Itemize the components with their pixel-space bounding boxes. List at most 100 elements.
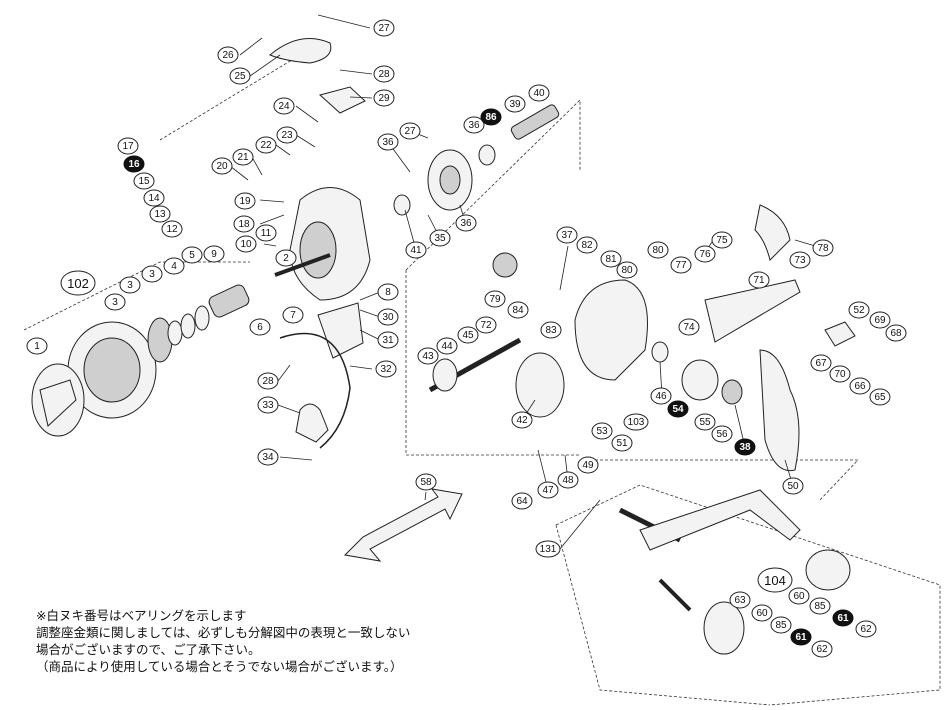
part-number: 36 xyxy=(382,137,394,148)
part-callout: 103 xyxy=(623,413,649,431)
part-number: 68 xyxy=(890,328,902,339)
part-callout: 22 xyxy=(255,136,277,154)
part-callout: 38 xyxy=(734,438,756,456)
part-number: 62 xyxy=(816,644,828,655)
tool-131-drawing xyxy=(343,488,463,562)
part-callout: 71 xyxy=(748,271,770,289)
part-number: 63 xyxy=(734,595,746,606)
part-number: 79 xyxy=(489,294,501,305)
part-number: 26 xyxy=(222,50,234,61)
part-callout: 64 xyxy=(511,492,533,510)
part-number: 45 xyxy=(462,330,474,341)
part-callout: 24 xyxy=(273,97,295,115)
part-number: 21 xyxy=(237,152,249,163)
part-number: 74 xyxy=(683,322,695,333)
part-number: 16 xyxy=(128,159,140,170)
part-number: 8 xyxy=(385,287,391,298)
part-number: 46 xyxy=(655,391,667,402)
part-callout: 48 xyxy=(557,471,579,489)
part-number: 49 xyxy=(582,460,594,471)
part-number: 7 xyxy=(290,310,296,321)
part-callout: 17 xyxy=(117,137,139,155)
part-callout: 16 xyxy=(123,155,145,173)
part-number: 84 xyxy=(512,305,524,316)
part-number: 22 xyxy=(260,140,272,151)
part-number: 50 xyxy=(787,481,799,492)
part-callout: 86 xyxy=(480,108,502,126)
part-callout: 82 xyxy=(576,236,598,254)
part-callout: 32 xyxy=(375,360,397,378)
part-number: 72 xyxy=(480,320,492,331)
part-number: 2 xyxy=(283,253,289,264)
part-number: 65 xyxy=(874,392,886,403)
part-number: 18 xyxy=(238,219,250,230)
part-callout: 45 xyxy=(457,326,479,344)
part-callout: 76 xyxy=(694,245,716,263)
part-number: 40 xyxy=(533,88,545,99)
part-number: 23 xyxy=(281,130,293,141)
part-number: 37 xyxy=(561,230,573,241)
part-number: 67 xyxy=(815,358,827,369)
part-number: 31 xyxy=(382,335,394,346)
part-callout: 25 xyxy=(229,67,251,85)
part-number: 28 xyxy=(262,376,274,387)
part-callout: 60 xyxy=(751,604,773,622)
part-number: 41 xyxy=(410,245,422,256)
part-callout: 50 xyxy=(782,477,804,495)
part-number: 80 xyxy=(652,245,664,256)
washer-note-line-2: 場合がございますので、ご了承下さい。 xyxy=(36,642,261,657)
part-number: 58 xyxy=(420,477,432,488)
part-callout: 77 xyxy=(670,256,692,274)
part-callout: 85 xyxy=(770,616,792,634)
part-callout: 43 xyxy=(417,347,439,365)
part-number: 24 xyxy=(278,101,290,112)
part-number: 30 xyxy=(382,312,394,323)
part-number: 17 xyxy=(122,141,134,152)
part-number: 52 xyxy=(853,305,865,316)
part-number: 70 xyxy=(834,369,846,380)
part-callout: 21 xyxy=(232,148,254,166)
part-number: 19 xyxy=(239,196,251,207)
part-number: 20 xyxy=(216,161,228,172)
reel-body-drawing xyxy=(574,279,801,472)
part-callout: 65 xyxy=(869,388,891,406)
part-callout: 10 xyxy=(235,235,257,253)
part-number: 53 xyxy=(596,426,608,437)
part-callout: 3 xyxy=(104,293,126,311)
part-callout: 36 xyxy=(455,214,477,232)
rotor-drawing xyxy=(274,187,371,301)
top-gear-drawing xyxy=(393,104,560,216)
part-callout: 15 xyxy=(133,172,155,190)
part-number: 54 xyxy=(672,404,684,415)
part-callout: 68 xyxy=(885,324,907,342)
part-number: 83 xyxy=(545,325,557,336)
part-number: 10 xyxy=(240,239,252,250)
part-number: 60 xyxy=(793,591,805,602)
part-callout: 30 xyxy=(377,308,399,326)
part-callout: 27 xyxy=(399,122,421,140)
part-number: 51 xyxy=(616,438,628,449)
part-callout: 54 xyxy=(667,400,689,418)
part-number: 36 xyxy=(460,218,472,229)
part-number: 43 xyxy=(422,351,434,362)
part-callout: 26 xyxy=(217,46,239,64)
part-callout: 39 xyxy=(504,95,526,113)
part-number: 60 xyxy=(756,608,768,619)
part-callout: 84 xyxy=(507,301,529,319)
part-number: 55 xyxy=(699,417,711,428)
part-number: 4 xyxy=(171,261,177,272)
part-callout: 44 xyxy=(436,337,458,355)
part-number: 28 xyxy=(378,69,390,80)
part-number: 61 xyxy=(795,632,807,643)
part-number: 11 xyxy=(261,228,272,239)
part-callout: 78 xyxy=(812,239,834,257)
part-callout: 31 xyxy=(377,331,399,349)
part-number: 1 xyxy=(34,341,40,352)
part-callout: 73 xyxy=(789,251,811,269)
part-callout: 62 xyxy=(811,640,833,658)
part-number: 32 xyxy=(380,364,392,375)
part-number: 56 xyxy=(716,429,728,440)
part-callout: 34 xyxy=(257,448,279,466)
part-callout: 35 xyxy=(429,229,451,247)
